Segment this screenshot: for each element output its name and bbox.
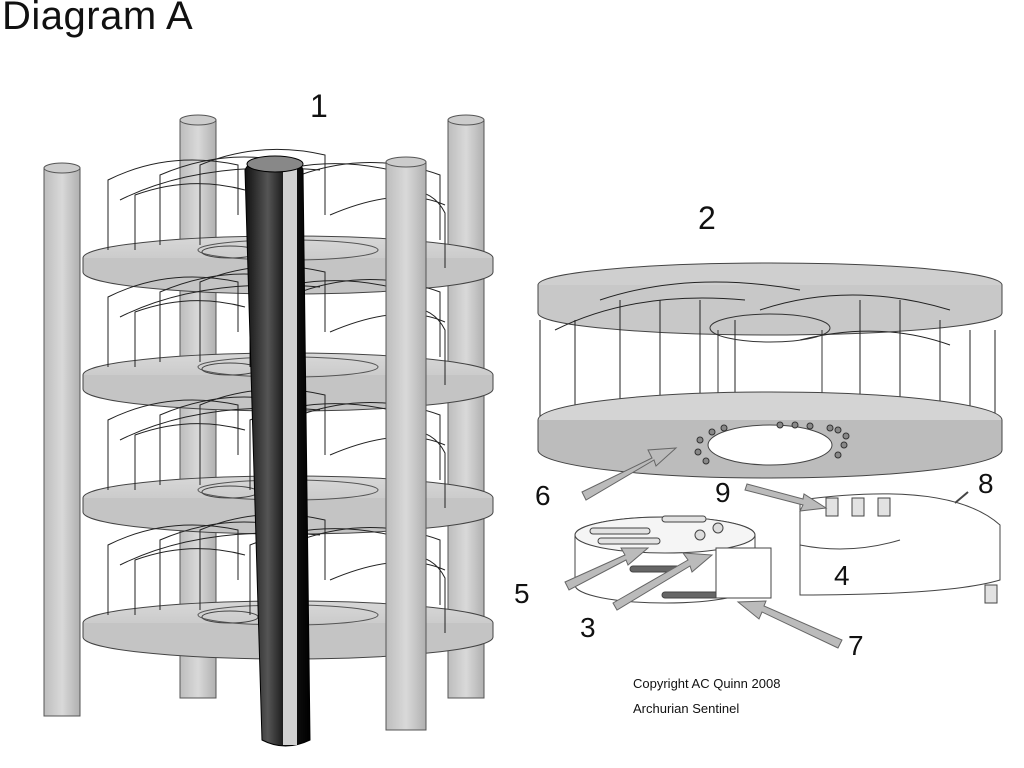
diagram-title: Diagram A xyxy=(2,0,194,38)
label-5: 5 xyxy=(514,578,530,609)
label-6: 6 xyxy=(535,480,551,511)
label-1: 1 xyxy=(310,88,328,124)
label-9: 9 xyxy=(715,477,731,508)
single-unit xyxy=(537,262,1003,479)
label-2: 2 xyxy=(698,200,716,236)
label-8: 8 xyxy=(978,468,994,499)
tower-assembly xyxy=(43,114,494,747)
copyright-text: Copyright AC Quinn 2008 xyxy=(633,676,781,691)
exploded-parts xyxy=(564,447,1001,649)
label-4: 4 xyxy=(834,560,850,591)
label-7: 7 xyxy=(848,630,864,661)
label-3: 3 xyxy=(580,612,596,643)
author-name: Archurian Sentinel xyxy=(633,701,740,716)
